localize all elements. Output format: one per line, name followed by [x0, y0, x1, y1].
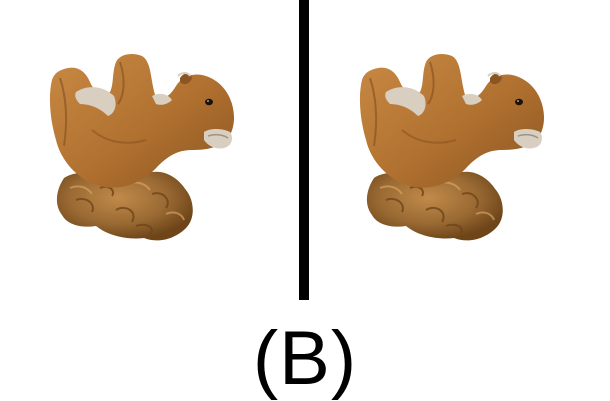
left-image-panel: [0, 0, 300, 300]
center-divider: [299, 0, 309, 300]
plush-camel-image-left: [48, 53, 236, 242]
plush-camel-image-right: [358, 53, 545, 242]
figure-caption: (B): [252, 316, 358, 401]
right-image-panel: [310, 0, 610, 300]
